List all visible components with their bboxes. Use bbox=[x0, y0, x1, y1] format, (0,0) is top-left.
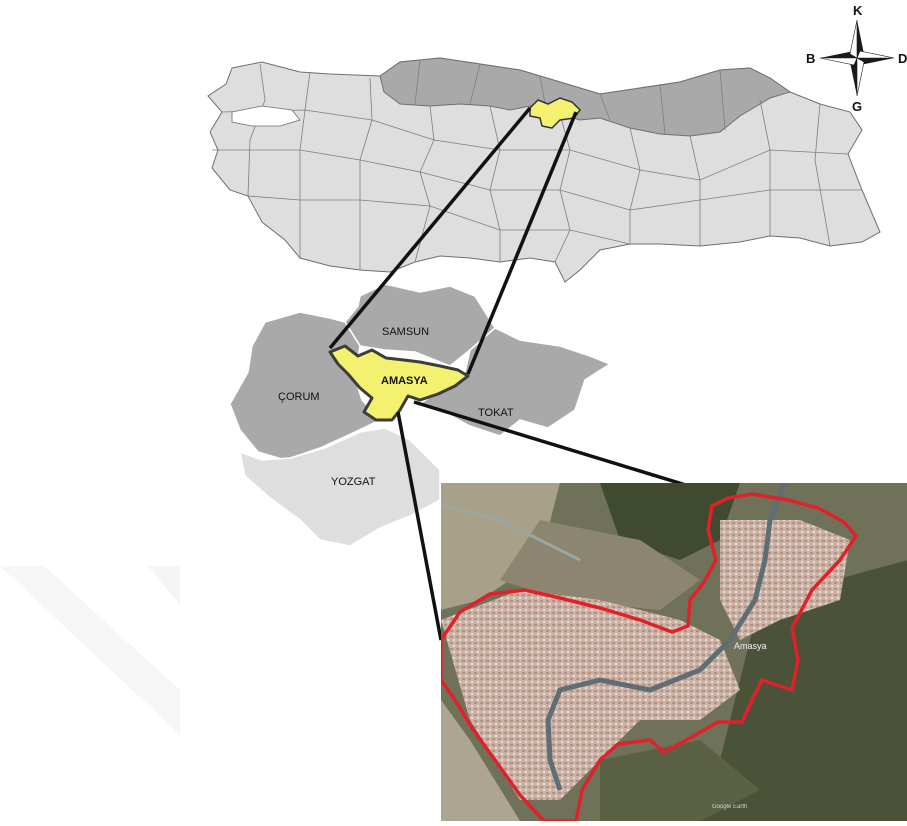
yozgat-province bbox=[238, 427, 441, 547]
province-borders bbox=[212, 59, 862, 270]
city-boundary bbox=[441, 492, 859, 821]
satellite-image: Amasya Google Earth bbox=[441, 483, 907, 821]
yesilirmak-river bbox=[545, 483, 788, 791]
turkey-map bbox=[207, 57, 881, 283]
tokat-label: TOKAT bbox=[478, 407, 514, 419]
compass-west-label: B bbox=[806, 51, 815, 66]
amasya-label: AMASYA bbox=[381, 375, 428, 387]
satellite-attribution: Google Earth bbox=[712, 804, 747, 810]
watermark bbox=[0, 566, 180, 735]
compass-north-label: K bbox=[853, 3, 863, 18]
black-sea-provinces bbox=[379, 57, 792, 137]
zoom-connector-lines bbox=[328, 106, 726, 641]
samsun-label: SAMSUN bbox=[382, 326, 429, 338]
regional-map: SAMSUN AMASYA ÇORUM TOKAT YOZGAT bbox=[229, 283, 612, 547]
compass-south-label: G bbox=[852, 99, 862, 114]
amasya-province bbox=[328, 344, 470, 422]
compass-rose: K G B D bbox=[806, 3, 907, 114]
compass-east-label: D bbox=[898, 51, 907, 66]
sea-of-marmara bbox=[231, 105, 301, 127]
connector-line bbox=[396, 411, 443, 641]
yozgat-label: YOZGAT bbox=[331, 476, 376, 488]
connector-line bbox=[413, 400, 726, 499]
corum-label: ÇORUM bbox=[278, 391, 320, 403]
satellite-city-label: Amasya bbox=[734, 641, 767, 651]
connector-line bbox=[328, 106, 532, 350]
connector-line bbox=[466, 111, 578, 375]
